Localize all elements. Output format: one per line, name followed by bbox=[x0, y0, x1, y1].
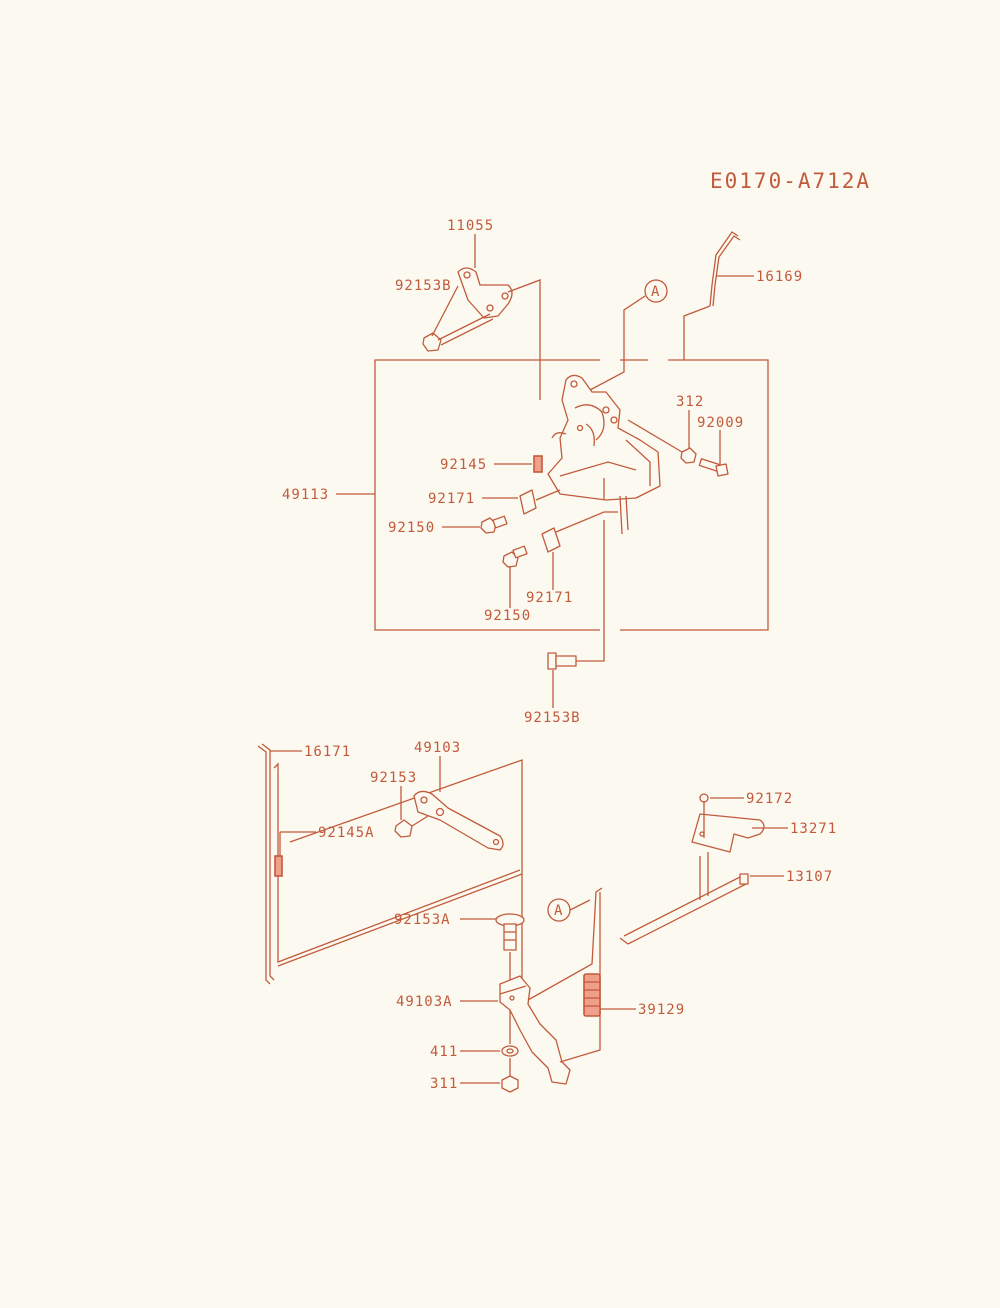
label-13107: 13107 bbox=[786, 869, 833, 885]
label-16169: 16169 bbox=[756, 269, 803, 285]
label-92145A: 92145A bbox=[318, 825, 375, 841]
plate-13271 bbox=[691, 813, 765, 853]
control-plate-49113 bbox=[547, 374, 661, 535]
label-49103A: 49103A bbox=[396, 994, 453, 1010]
nut-311 bbox=[501, 1075, 519, 1093]
label-311: 311 bbox=[430, 1076, 458, 1092]
label-92153B-bottom: 92153B bbox=[524, 710, 581, 726]
shaft-13107 bbox=[619, 852, 749, 945]
bracket-11055 bbox=[457, 267, 513, 319]
rod-16169 bbox=[709, 231, 741, 307]
spring-39129 bbox=[583, 973, 601, 1017]
nut-312 bbox=[680, 447, 697, 464]
label-92150-b: 92150 bbox=[484, 608, 531, 624]
lever-49103 bbox=[413, 790, 504, 851]
screw-92172 bbox=[699, 793, 709, 808]
label-92009: 92009 bbox=[697, 415, 744, 431]
clip-92171-a bbox=[519, 489, 561, 515]
bolt-92153A bbox=[495, 913, 525, 951]
label-49113: 49113 bbox=[282, 487, 329, 503]
screw-92009 bbox=[698, 458, 729, 477]
label-49103: 49103 bbox=[414, 740, 461, 756]
label-92153A: 92153A bbox=[394, 912, 451, 928]
callout-a-upper: A bbox=[644, 279, 668, 303]
label-92145: 92145 bbox=[440, 457, 487, 473]
screw-92150-b bbox=[502, 545, 528, 568]
label-13271: 13271 bbox=[790, 821, 837, 837]
label-92172: 92172 bbox=[746, 791, 793, 807]
clip-92171-b bbox=[541, 511, 618, 553]
svg-text:A: A bbox=[651, 284, 660, 300]
washer-411 bbox=[501, 1045, 519, 1057]
label-92153: 92153 bbox=[370, 770, 417, 786]
label-312: 312 bbox=[676, 394, 704, 410]
label-92153B-top: 92153B bbox=[395, 278, 452, 294]
label-11055: 11055 bbox=[447, 218, 494, 234]
label-411: 411 bbox=[430, 1044, 458, 1060]
arm-49103A bbox=[499, 887, 603, 1085]
bolt-92153 bbox=[394, 815, 429, 838]
spring-92145 bbox=[533, 455, 543, 473]
label-16171: 16171 bbox=[304, 744, 351, 760]
label-92171-a: 92171 bbox=[428, 491, 475, 507]
label-39129: 39129 bbox=[638, 1002, 685, 1018]
callout-a-lower: A bbox=[547, 898, 571, 922]
label-92171-b: 92171 bbox=[526, 590, 573, 606]
bolt-92153B-bottom bbox=[547, 652, 577, 670]
label-92150-a: 92150 bbox=[388, 520, 435, 536]
diagram-code: E0170-A712A bbox=[710, 169, 871, 193]
svg-text:A: A bbox=[554, 903, 563, 919]
screw-92150-a bbox=[480, 515, 508, 534]
rod-16171 bbox=[257, 743, 523, 985]
spring-92145A bbox=[274, 855, 283, 877]
assembly-frame-49113 bbox=[374, 359, 769, 631]
